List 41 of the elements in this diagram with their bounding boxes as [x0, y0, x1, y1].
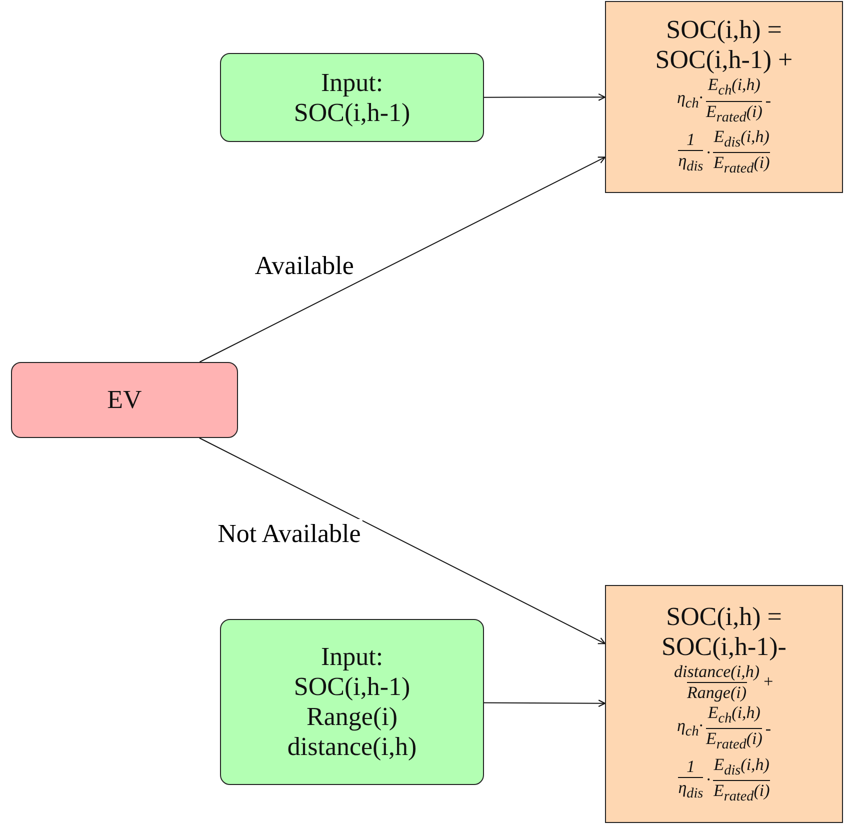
formula-text: E$_{rated}$(i): [706, 728, 762, 754]
arrow: [199, 156, 606, 362]
formula-text: η$_{dis}$: [678, 777, 704, 804]
formula-text: 1: [686, 130, 695, 150]
node-text: Range(i): [306, 702, 398, 732]
formula-box: [605, 1, 843, 193]
node-text: Input:: [320, 68, 384, 98]
formula-text: E$_{rated}$(i): [706, 100, 762, 127]
formula-text: η$_{ch}$·: [676, 716, 704, 742]
formula-text: η$_{ch}$·: [676, 88, 704, 114]
formula-text: SOC(i,h-1)-: [662, 632, 786, 662]
formula-text: ·: [706, 770, 710, 790]
formula-text: SOC(i,h-1) +: [655, 45, 793, 76]
formula-box: [605, 585, 843, 823]
formula-text: 1: [686, 757, 695, 778]
formula-text: E$_{dis}$(i,h): [714, 754, 770, 780]
arrow: [484, 93, 606, 101]
node-text: Input:: [320, 642, 384, 672]
formula-text: SOC(i,h) =: [666, 602, 782, 632]
process-box: [220, 53, 484, 142]
process-box: [11, 362, 238, 438]
formula-text: E$_{ch}$(i,h): [708, 702, 760, 728]
formula-text: η$_{dis}$: [678, 150, 704, 176]
formula-text: E$_{dis}$(i,h): [714, 127, 770, 152]
formula-text: distance(i,h): [674, 662, 760, 682]
node-text: SOC(i,h-1): [294, 672, 410, 702]
formula-text: SOC(i,h) =: [666, 15, 782, 46]
formula-text: -: [765, 718, 772, 739]
arrow: [198, 438, 606, 644]
formula-text: E$_{ch}$(i,h): [708, 75, 760, 101]
formula-text: +: [762, 672, 774, 692]
formula-text: Range(i): [687, 682, 746, 703]
node-text: EV: [107, 385, 142, 415]
formula-text: E$_{rated}$(i): [713, 152, 770, 179]
node-text: SOC(i,h-1): [294, 98, 410, 128]
formula-text: E$_{rated}$(i): [713, 780, 770, 806]
node-text: distance(i,h): [287, 732, 417, 762]
formula-text: -: [765, 91, 772, 112]
arrow: [484, 700, 606, 708]
formula-text: ·: [706, 142, 710, 163]
process-box: [220, 619, 484, 785]
